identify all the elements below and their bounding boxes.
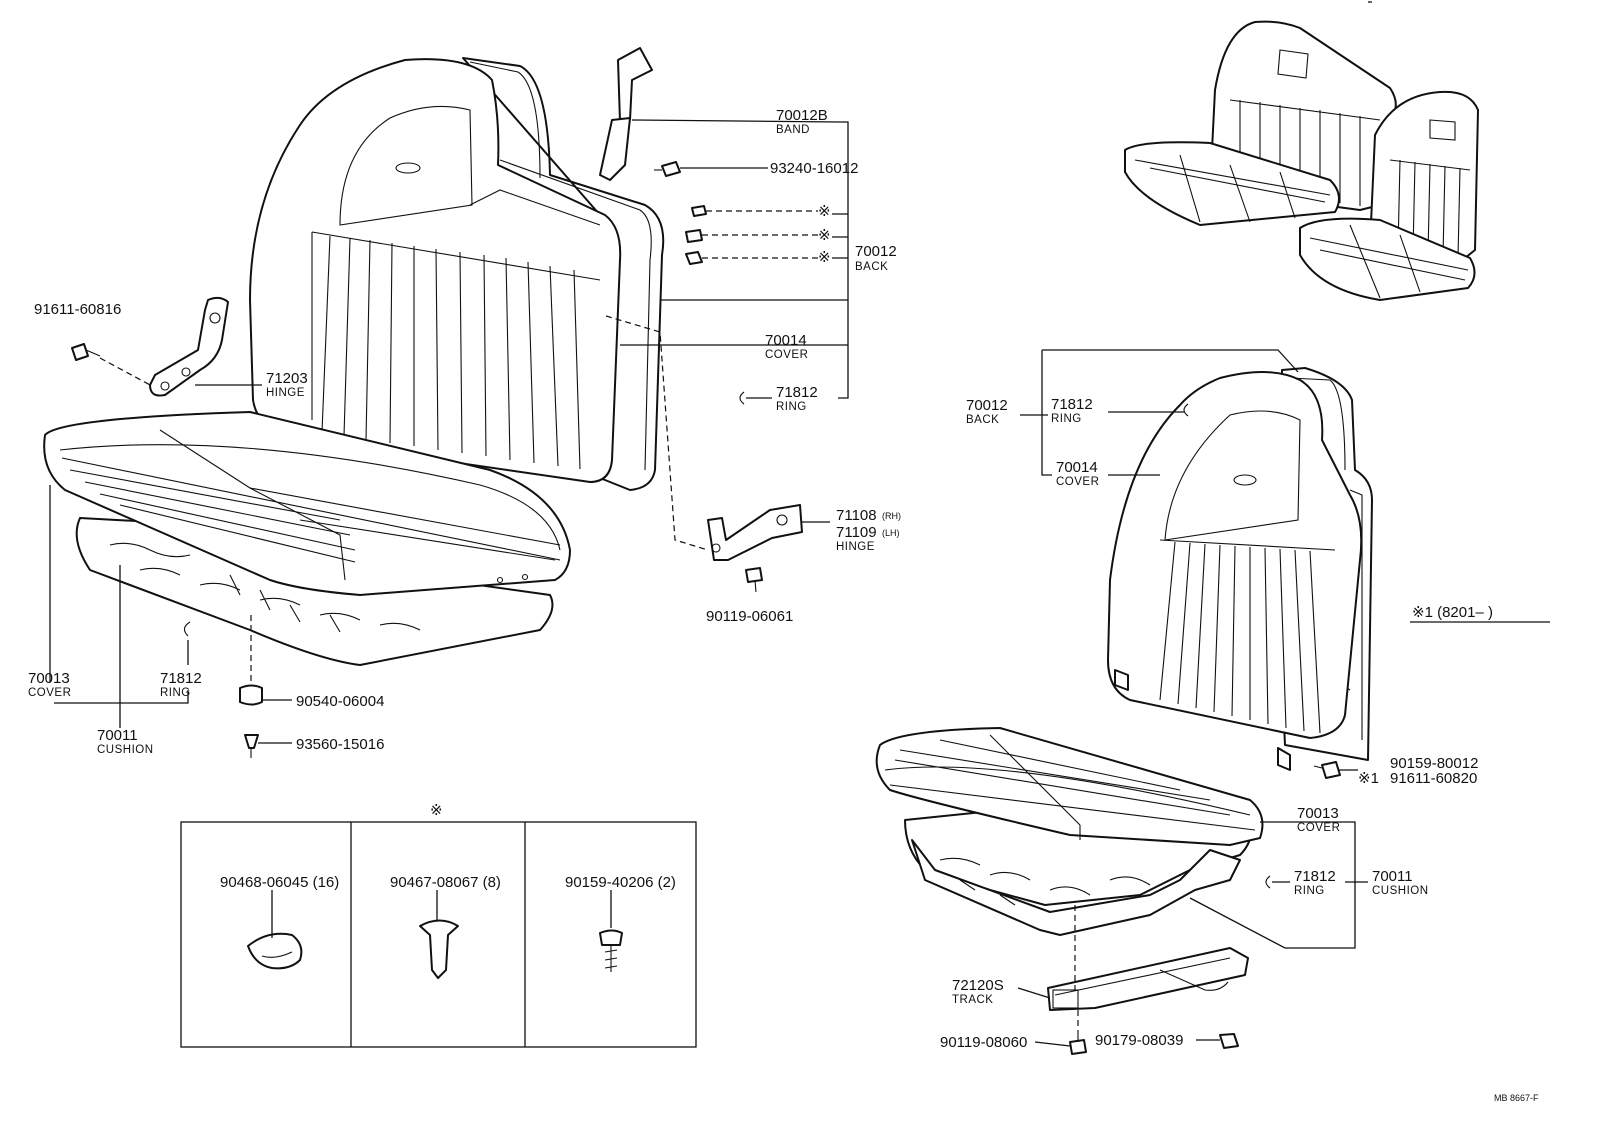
bolt-hinge-left: [71, 343, 101, 361]
screw-band: [654, 161, 681, 177]
clip-3: [685, 251, 703, 265]
fastener-1: 90468-06045 (16): [220, 874, 339, 891]
label-hinge-left: HINGE: [266, 387, 305, 399]
cushion-stopper: [239, 684, 263, 706]
label-ring-cushion: RING: [160, 687, 191, 699]
clip-1: [691, 205, 707, 217]
seats-overview: [1124, 1, 1479, 301]
label-cover-back: COVER: [765, 349, 808, 361]
fastener-box: [180, 821, 697, 1048]
label-hinge-lh-suffix: (LH): [882, 528, 900, 538]
label-bucket-cover-no: 70014: [1056, 459, 1098, 476]
label-bolt-track: 90119-08060: [940, 1034, 1027, 1051]
label-bucket-cushion-cover: COVER: [1297, 822, 1340, 834]
label-screw-cushion: 93560-15016: [296, 736, 384, 753]
label-back-no: 70012: [855, 243, 897, 260]
label-bucket-cover: COVER: [1056, 476, 1099, 488]
label-bolt-b-mark: ※1: [1358, 770, 1379, 787]
hinge-center: [707, 504, 803, 561]
clip-2: [685, 229, 703, 243]
label-ring-back-no: 71812: [776, 384, 818, 401]
bench-seat-cushion: [43, 411, 571, 666]
fastener-3: 90159-40206 (2): [565, 874, 676, 891]
label-track-no: 72120S: [952, 977, 1004, 994]
bucket-leaders: [1017, 349, 1550, 1047]
label-ring-cushion-no: 71812: [160, 670, 202, 687]
hinge-left: [149, 296, 229, 397]
note-range: ※1 (8201– ): [1412, 604, 1493, 621]
label-screw-band: 93240-16012: [770, 160, 858, 177]
fastener-labels: ※ 90468-06045 (16) 90467-08067 (8) 90159…: [220, 802, 676, 891]
label-band-no: 70012B: [776, 107, 828, 124]
label-ring-back: RING: [776, 401, 807, 413]
screw-cushion: [244, 734, 259, 758]
label-stopper: 90540-06004: [296, 693, 384, 710]
label-bolt-hinge2: 90119-06061: [706, 608, 793, 625]
label-nut-track: 90179-08039: [1095, 1032, 1183, 1049]
ring-back-icon: [739, 391, 745, 405]
label-cushion-no: 70011: [97, 727, 138, 744]
label-bucket-back-no: 70012: [966, 397, 1008, 414]
label-hinge-rh-no: 71108: [836, 507, 877, 524]
label-bolt-hinge: 91611-60816: [34, 301, 121, 318]
bucket-seat-cushion: [875, 727, 1264, 936]
label-cover-back-no: 70014: [765, 332, 807, 349]
bench-labels: 70012B BAND 93240-16012 ※ ※ ※ 70012 BACK…: [28, 107, 901, 756]
drawing-code: MB 8667-F: [1494, 1093, 1539, 1103]
seat-track: [1047, 947, 1249, 1011]
label-bucket-cushion: CUSHION: [1372, 885, 1429, 897]
label-bucket-ring-no: 71812: [1051, 396, 1093, 413]
label-bolt-a: 90159-80012: [1390, 755, 1478, 772]
label-back: BACK: [855, 261, 888, 273]
fastener-box-mark: ※: [430, 802, 443, 819]
bolt-center-hinge: [745, 567, 763, 593]
label-bucket-ring: RING: [1051, 413, 1082, 425]
label-hinge-rh-suffix: (RH): [882, 511, 901, 521]
bench-seat-back: [249, 57, 665, 491]
label-bucket-cushion-no: 70011: [1372, 868, 1413, 885]
label-cushion: CUSHION: [97, 744, 154, 756]
fastener-2: 90467-08067 (8): [390, 874, 501, 891]
mark-3: ※: [818, 249, 831, 266]
label-cover-cushion-no: 70013: [28, 670, 70, 687]
mark-1: ※: [818, 203, 831, 220]
mark-2: ※: [818, 227, 831, 244]
label-bucket-cushion-cover-no: 70013: [1297, 805, 1339, 822]
label-cover-cushion: COVER: [28, 687, 71, 699]
label-bucket-cushion-ring: RING: [1294, 885, 1325, 897]
label-bolt-b: 91611-60820: [1390, 770, 1477, 787]
label-bucket-cushion-ring-no: 71812: [1294, 868, 1336, 885]
bench-leaders: [49, 119, 849, 744]
bolt-track: [1069, 1030, 1087, 1055]
label-bucket-back: BACK: [966, 414, 999, 426]
ring-bucket-icon: [1183, 403, 1189, 417]
label-track: TRACK: [952, 994, 993, 1006]
ring-bucket-cushion-icon: [1265, 875, 1271, 889]
label-band: BAND: [776, 124, 810, 136]
bolt-bucket-back: [1313, 761, 1341, 779]
bucket-seat-back: [1107, 367, 1373, 771]
bucket-labels: 70012 BACK 71812 RING 70014 COVER ※1 (82…: [940, 396, 1493, 1051]
label-hinge-lh-no: 71109: [836, 524, 877, 541]
seat-band: [599, 47, 653, 181]
label-hinge-center: HINGE: [836, 541, 875, 553]
label-hinge-left-no: 71203: [266, 370, 308, 387]
nut-track: [1219, 1033, 1239, 1049]
ring-cushion-icon: [183, 621, 191, 637]
